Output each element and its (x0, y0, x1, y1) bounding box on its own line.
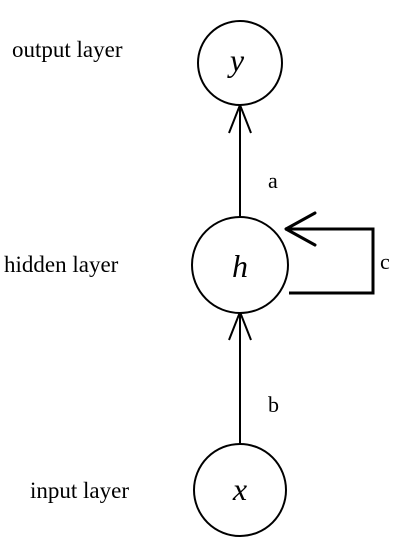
edge-label-c: c (380, 249, 390, 274)
hidden-node (191, 216, 289, 314)
edge-input-to-hidden (228, 309, 252, 444)
arrowhead-left-icon (284, 211, 317, 247)
input-layer-label: input layer (30, 478, 129, 503)
input-variable: x (232, 471, 247, 507)
output-variable: y (227, 42, 245, 78)
edge-hidden-to-output (228, 102, 252, 217)
input-node (193, 443, 287, 537)
output-layer-label: output layer (12, 37, 123, 62)
output-node (197, 20, 283, 106)
edge-label-b: b (268, 392, 279, 417)
hidden-layer-label: hidden layer (4, 252, 119, 277)
hidden-variable: h (232, 248, 248, 284)
edge-label-a: a (268, 168, 278, 193)
edge-hidden-recurrent (284, 211, 375, 295)
